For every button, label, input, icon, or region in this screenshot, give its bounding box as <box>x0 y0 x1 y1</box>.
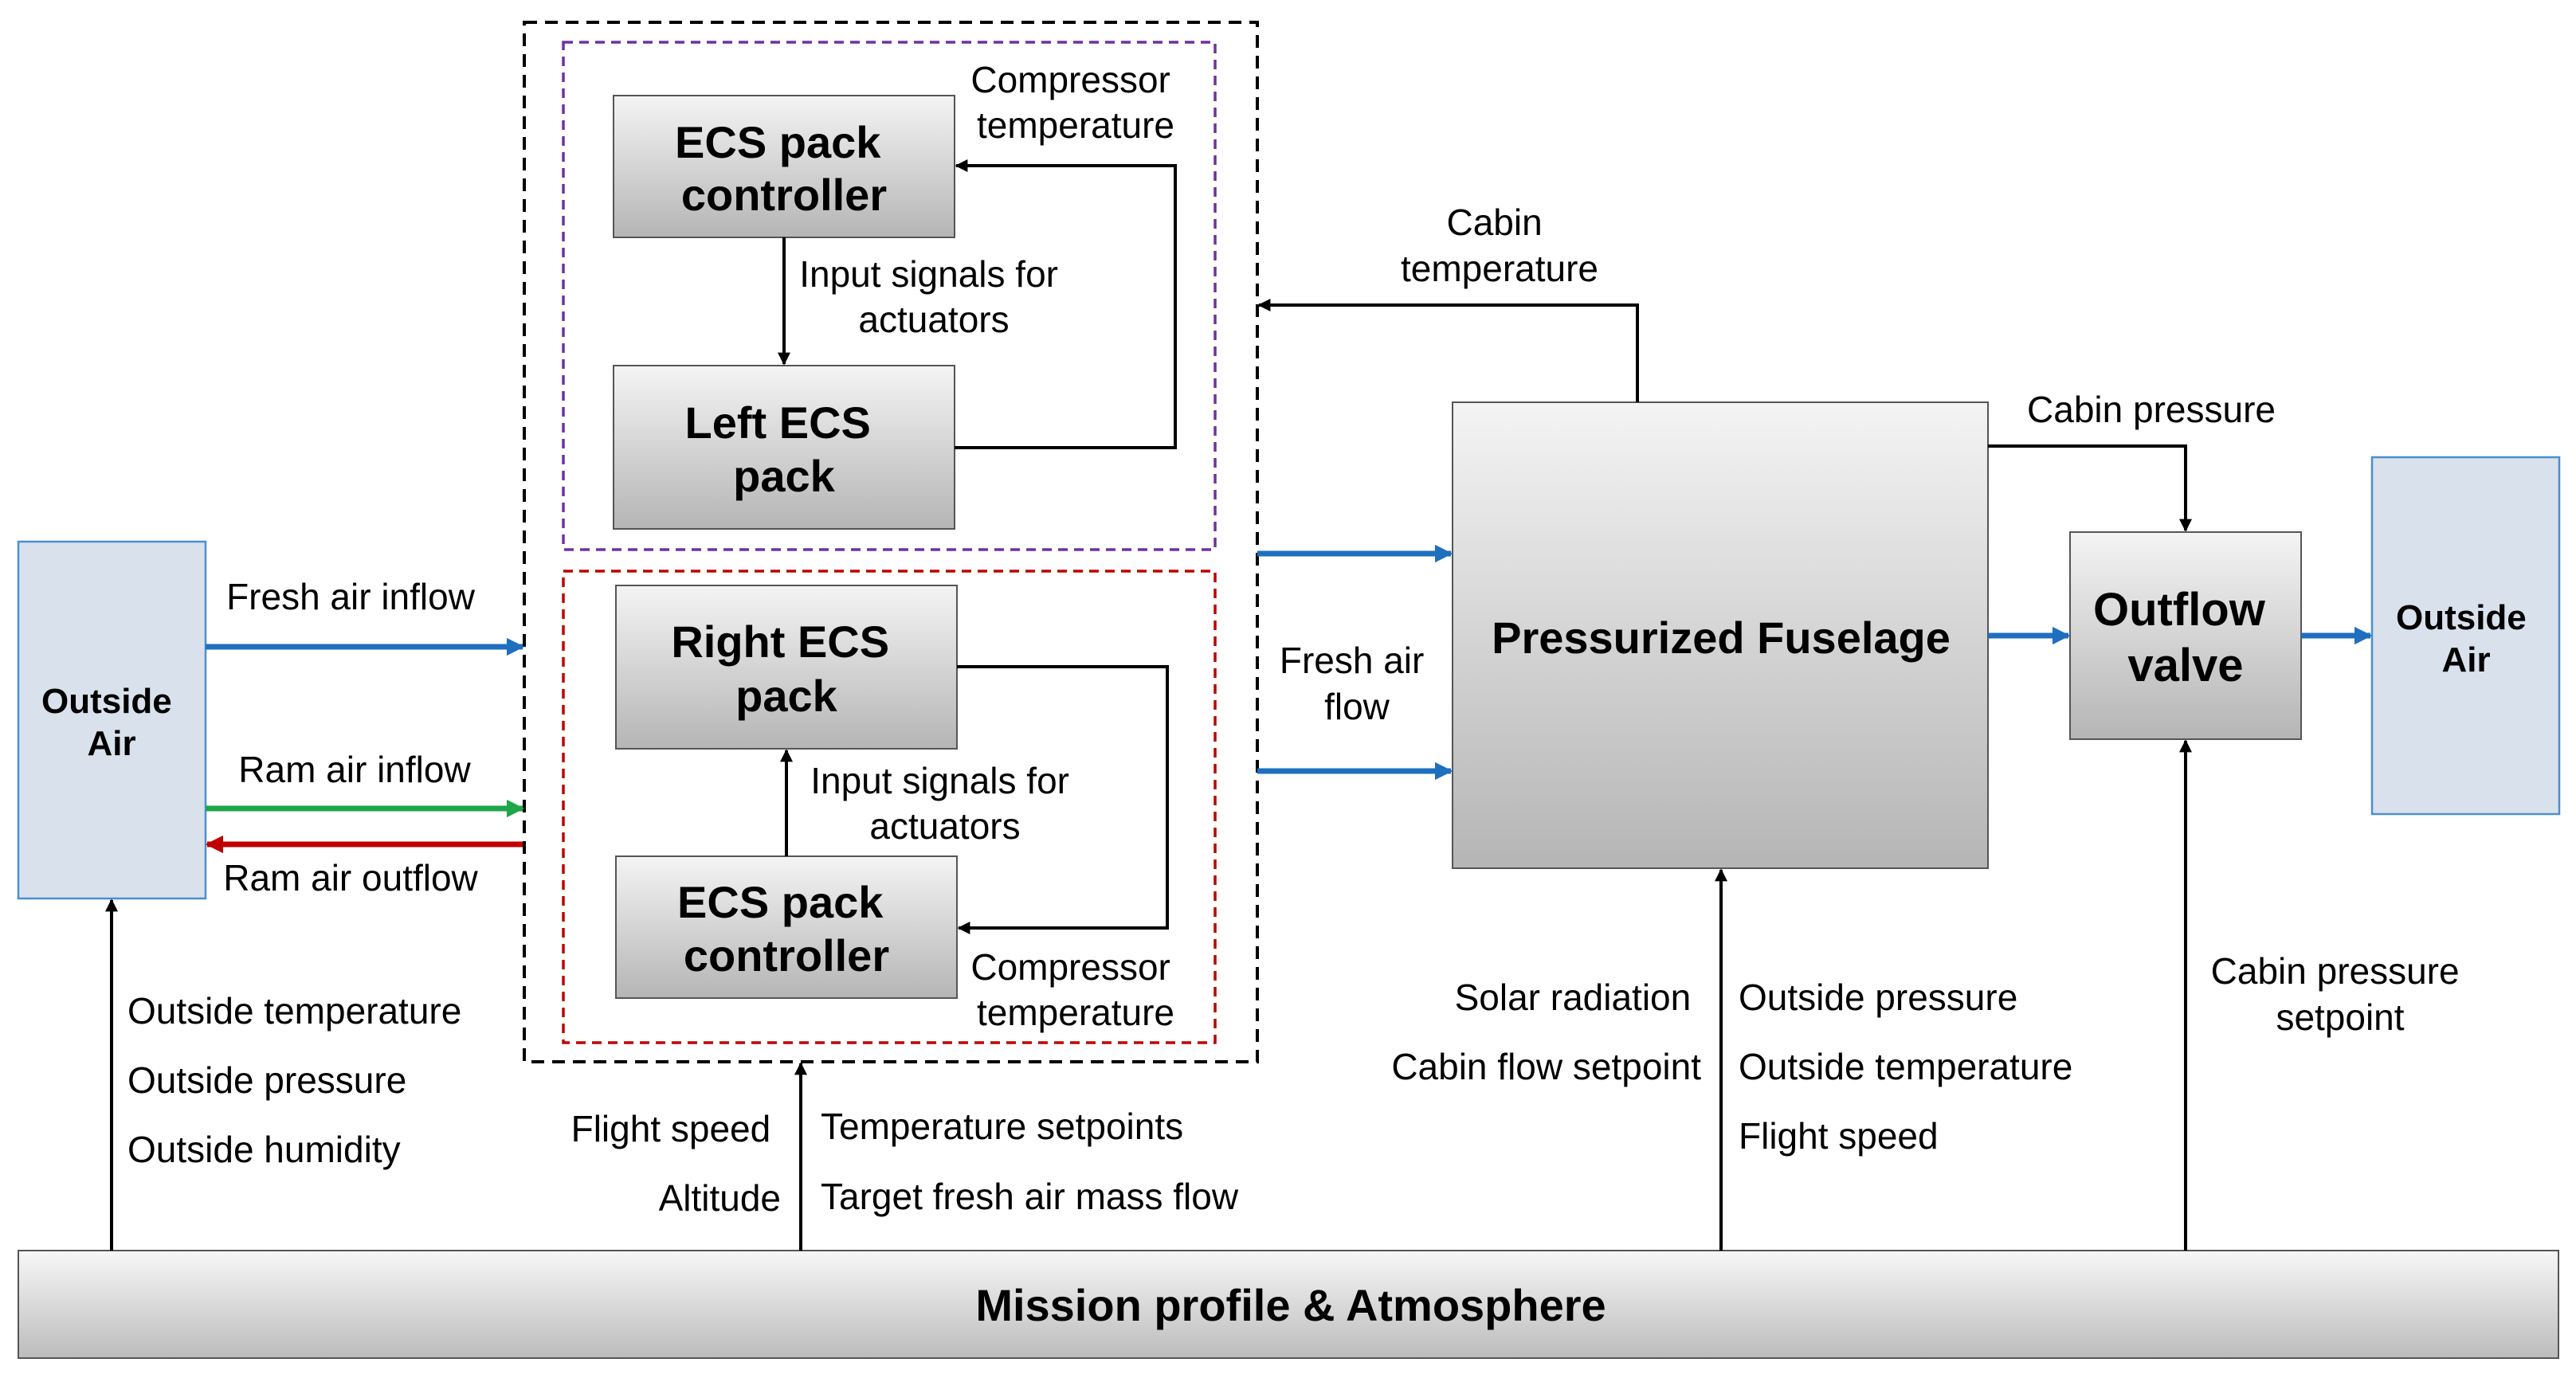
svg-text:Outside temperature Outsid: Outside temperature Outside pressure Out… <box>127 990 472 1170</box>
cabin-pressure-setpoint-line2: setpoint <box>2276 996 2404 1038</box>
fuselage-input-right-3: Flight speed <box>1739 1115 1939 1157</box>
svg-text:Fresh air flow: Fresh air flow <box>1280 640 1434 727</box>
fresh-air-flow-line1: Fresh air <box>1280 640 1424 681</box>
pressurized-fuselage-block <box>1452 401 1989 869</box>
compressor-temp-bottom-line1: Compressor <box>970 946 1170 988</box>
ecs-controller-top-line1: ECS pack <box>675 117 881 167</box>
ecs-input-left-1: Flight speed <box>571 1108 771 1149</box>
left-ecs-pack-block <box>613 365 955 530</box>
outside-input-1: Outside temperature <box>127 990 461 1032</box>
svg-text:Input signals for actuator: Input signals for actuators <box>799 253 1068 340</box>
cabin-pressure-label: Cabin pressure <box>2027 389 2276 430</box>
right-pack-group <box>562 570 1217 1044</box>
svg-text:ECS pack controller: ECS pack controller <box>675 117 893 220</box>
ecs-controller-top-line2: controller <box>681 170 887 220</box>
svg-text:Solar radiation Cabin flow: Solar radiation Cabin flow setpoint <box>1391 977 1701 1087</box>
ecs-controller-bottom-line1: ECS pack <box>677 877 884 927</box>
svg-text:Cabin pressure setpoint: Cabin pressure setpoint <box>2211 950 2470 1038</box>
compressor-temp-bottom-line2: temperature <box>977 992 1174 1033</box>
outside-air-left-block <box>17 540 207 900</box>
cabin-temperature-arrow <box>1257 299 1639 402</box>
fresh-air-inflow-label: Fresh air inflow <box>226 576 476 617</box>
cabin-temperature-line2: temperature <box>1401 248 1598 289</box>
ecs-system-boundary <box>523 21 1259 1063</box>
svg-text:Outside pressure Outside t: Outside pressure Outside temperature Fli… <box>1739 977 2083 1157</box>
right-ecs-pack-line2: pack <box>735 671 837 721</box>
right-ecs-pack-line1: Right ECS <box>671 617 889 667</box>
svg-text:Flight speed Altitude: Flight speed Altitude <box>571 1108 781 1219</box>
cabin-pressure-setpoint-line1: Cabin pressure <box>2211 950 2460 992</box>
ecs-input-right-2: Target fresh air mass flow <box>821 1176 1239 1217</box>
svg-text:Cabin temperature: Cabin temperature <box>1401 202 1598 289</box>
ram-air-outflow-label: Ram air outflow <box>223 857 478 898</box>
pressurized-fuselage-label: Pressurized Fuselage <box>1492 613 1951 663</box>
cabin-temperature-line1: Cabin <box>1447 202 1543 243</box>
svg-text:Outside Air: Outside Air <box>2396 598 2536 679</box>
input-signals-top-line2: actuators <box>858 299 1009 340</box>
svg-text:Compressor temperature: Compressor temperature <box>970 59 1180 146</box>
outside-air-left-line2: Air <box>87 724 135 763</box>
ram-air-inflow-label: Ram air inflow <box>238 749 471 790</box>
outside-air-right-block <box>2370 456 2561 816</box>
fuselage-input-left-2: Cabin flow setpoint <box>1391 1046 1701 1087</box>
fuselage-input-right-2: Outside temperature <box>1739 1046 2072 1087</box>
outflow-valve-block <box>2069 531 2302 740</box>
mission-profile-label: Mission profile & Atmosphere <box>975 1280 1606 1330</box>
compressor-temp-top-line2: temperature <box>977 104 1174 146</box>
svg-text:ECS pack controller: ECS pack controller <box>677 877 896 981</box>
left-ecs-pack-line1: Left ECS <box>685 397 871 448</box>
input-signals-bottom-line1: Input signals for <box>810 760 1069 801</box>
ecs-controller-bottom-line2: controller <box>684 930 889 981</box>
svg-text:Compressor temperature: Compressor temperature <box>970 946 1180 1033</box>
bottom-compressor-temp-feedback <box>957 665 1169 934</box>
ecs-pack-controller-top-block <box>613 95 955 238</box>
outside-input-3: Outside humidity <box>127 1129 401 1170</box>
ecs-input-left-2: Altitude <box>659 1177 781 1219</box>
fuselage-input-right-1: Outside pressure <box>1739 977 2017 1018</box>
input-signals-top-line1: Input signals for <box>799 253 1058 295</box>
outside-air-left-line1: Outside <box>41 682 172 721</box>
input-signals-bottom-line2: actuators <box>869 805 1020 847</box>
svg-text:Left ECS pack: Left ECS pack <box>685 397 884 501</box>
outside-air-right-line2: Air <box>2441 640 2490 679</box>
cabin-pressure-arrow <box>1988 444 2192 532</box>
fresh-air-flow-line2: flow <box>1324 686 1390 727</box>
svg-text:Outside Air: Outside Air <box>41 682 182 763</box>
svg-text:Temperature setpoints Targ: Temperature setpoints Target fresh air m… <box>821 1106 1239 1217</box>
top-compressor-temp-feedback <box>955 159 1177 449</box>
outside-input-2: Outside pressure <box>127 1059 406 1101</box>
mission-profile-bar <box>18 1250 2559 1359</box>
outside-air-right-line1: Outside <box>2396 598 2527 637</box>
svg-text:Right ECS pack: Right ECS pack <box>671 617 901 721</box>
right-ecs-pack-block <box>615 585 958 750</box>
compressor-temp-top-line1: Compressor <box>970 59 1170 100</box>
left-pack-group <box>562 41 1217 551</box>
outflow-valve-line2: valve <box>2127 640 2243 691</box>
svg-text:Outflow valve: Outflow valve <box>2093 584 2278 691</box>
svg-text:Input signals for actuator: Input signals for actuators <box>810 760 1080 847</box>
left-ecs-pack-line2: pack <box>733 451 835 501</box>
ecs-input-right-1: Temperature setpoints <box>821 1106 1183 1147</box>
fuselage-input-left-1: Solar radiation <box>1455 977 1692 1018</box>
outflow-valve-line1: Outflow <box>2093 584 2266 636</box>
ecs-pack-controller-bottom-block <box>615 855 958 999</box>
